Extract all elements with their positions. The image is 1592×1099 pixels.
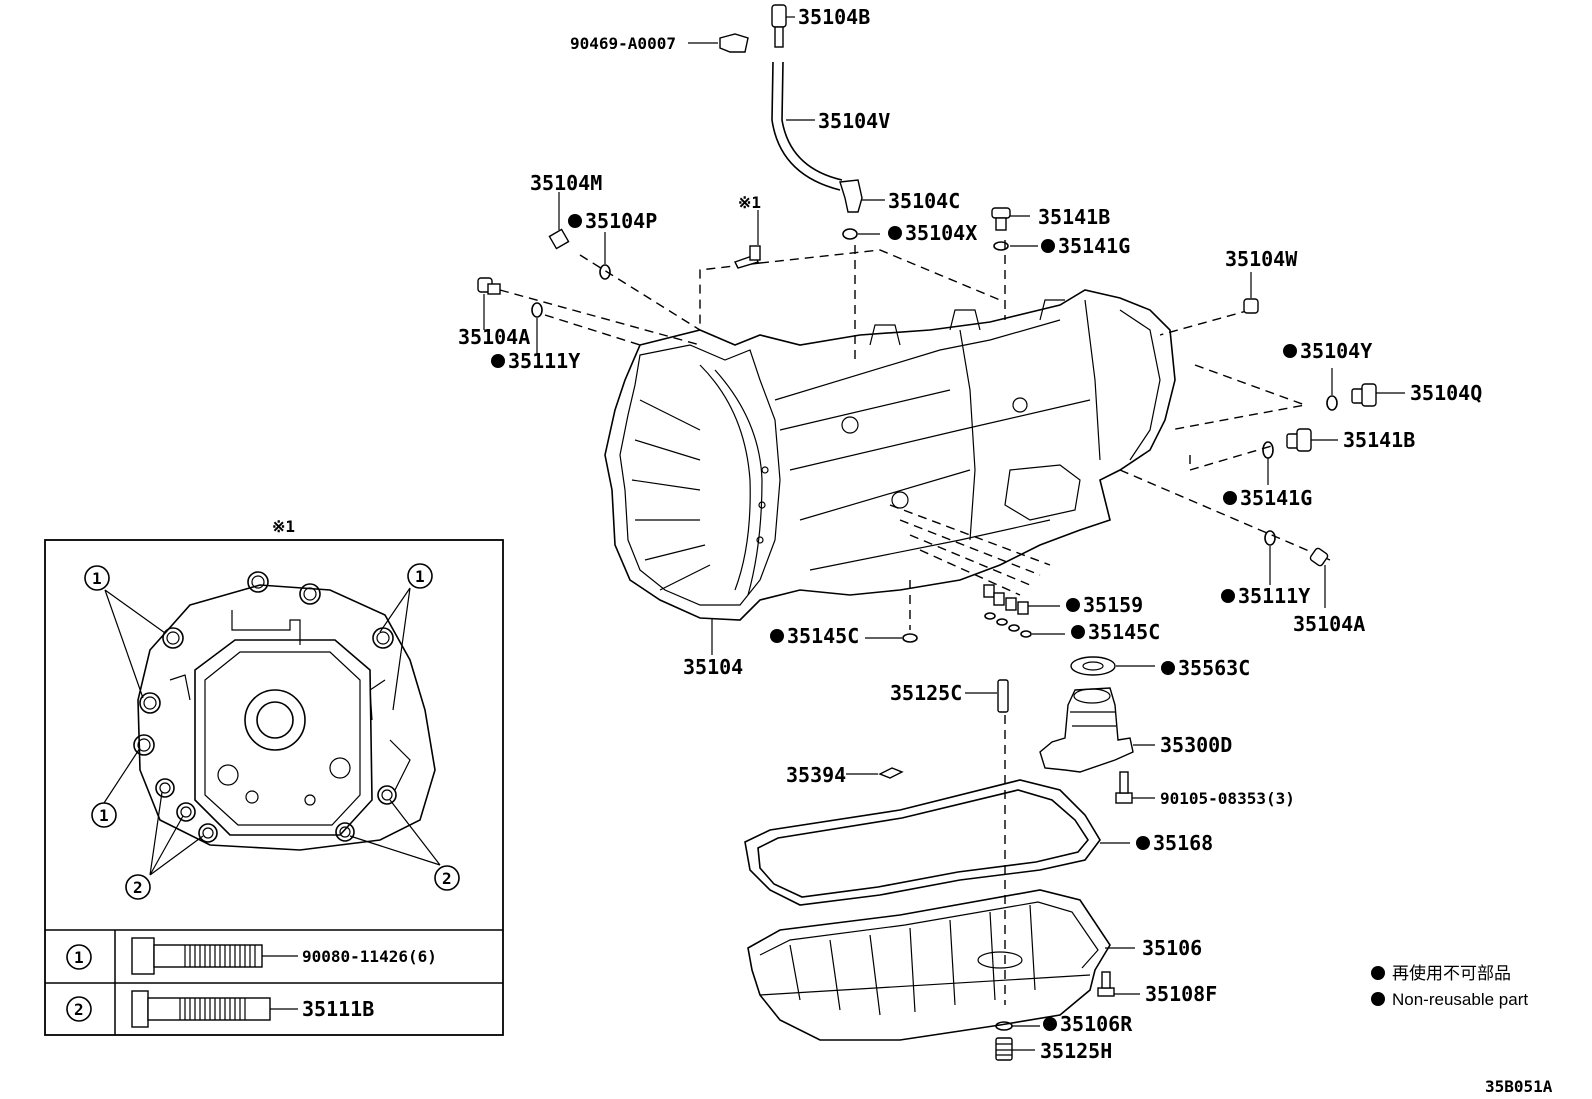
label-35125H: 35125H [1040,1039,1112,1063]
callout-1-text-b: 1 [415,567,425,586]
nonreusable-dot [888,226,902,240]
ring-35563C [1070,656,1155,676]
label-35104A-left: 35104A [458,325,530,349]
label-35106R: 35106R [1060,1012,1133,1036]
gaskets-35145C-right [984,612,1065,638]
inset-title: ※1 [272,517,295,536]
label-35104Y: 35104Y [1300,339,1372,363]
drain-plug-35125H [995,1037,1035,1061]
label-35111Y-right: 35111Y [1238,584,1310,608]
breather-plug-35104B [771,4,795,48]
label-35106: 35106 [1142,936,1202,960]
oring-35104P [599,232,611,280]
bolt-35111B [131,990,298,1028]
label-35300D: 35300D [1160,733,1232,757]
label-35111Y-left: 35111Y [508,349,580,373]
bolt-note1 [734,210,761,269]
inset-bolts [133,571,397,843]
legend-line2: Non-reusable part [1392,990,1528,1009]
callout-1-left [91,802,117,828]
row1-marker-circle [66,944,92,970]
plugs-35159 [983,584,1060,615]
row1-part: 90080-11426(6) [302,947,437,966]
oring-35104Y [1326,368,1338,411]
inset-box [44,539,504,1036]
plug-35104A-right [1309,547,1329,608]
callout-1-top-right [407,563,433,589]
gasket-35141G-right [1262,441,1274,485]
label-35104B: 35104B [798,5,870,29]
transmission-case-35104 [604,289,1176,621]
label-35145C-right: 35145C [1088,620,1160,644]
plug-35104M [548,192,570,250]
label-note1: ※1 [738,193,761,212]
magnet-35394 [846,767,904,779]
callout-1-top-left [84,565,110,591]
label-90105-08353: 90105-08353(3) [1160,789,1295,808]
label-35141B-top: 35141B [1038,205,1110,229]
oil-pan-35106 [747,889,1135,1041]
plug-35104A-left [477,277,501,330]
oring-35111Y-right [1264,530,1276,585]
legend-dot-1 [1371,966,1385,980]
label-35125C: 35125C [890,681,962,705]
label-35168: 35168 [1153,831,1213,855]
label-35104X: 35104X [905,221,977,245]
callout-1-text-c: 1 [99,806,109,825]
oring-35111Y-left [531,302,543,355]
assembly-dashed-lines [499,240,1331,1005]
label-35104W: 35104W [1225,247,1298,271]
plug-35141B-right [1286,428,1338,452]
legend-dot-2 [1371,992,1385,1006]
gasket-35168 [744,779,1130,906]
label-35145C-left: 35145C [787,624,859,648]
bolt-35108F [1097,971,1140,997]
plug-35141B-top [991,207,1030,231]
gasket-35106R [995,1021,1040,1031]
label-35141B-right: 35141B [1343,428,1415,452]
bolt-90105-08353 [1115,771,1155,804]
label-35104A-right: 35104A [1293,612,1365,636]
callout-2-text-a: 2 [133,878,143,897]
callout-1-text-a: 1 [92,569,102,588]
row1-marker: 1 [74,948,84,967]
callout-2-bottom-right [434,865,460,891]
label-90469-A0007: 90469-A0007 [570,34,676,53]
gasket-35104X [842,228,880,240]
label-35394: 35394 [786,763,846,787]
label-35159: 35159 [1083,593,1143,617]
clip-90469-A0007 [688,33,749,53]
label-35104: 35104 [683,655,743,679]
diagram-code: 35B051A [1485,1077,1553,1096]
row2-marker-circle [66,996,92,1022]
legend-line1: 再使用不可部品 [1392,963,1511,983]
labels: 35104B 90469-A0007 35104V 35104C 35104X … [74,5,1553,1096]
row2-marker: 2 [74,1000,84,1019]
union-35104C [839,179,885,213]
callout-2-bottom-left [125,874,151,900]
bolt-90080-11426 [131,937,298,975]
label-35104Q: 35104Q [1410,381,1482,405]
label-35104V: 35104V [818,109,890,133]
strainer-35300D [1039,687,1155,773]
plug-35104W [1243,272,1259,314]
label-35104M: 35104M [530,171,602,195]
gasket-35145C-left [865,633,918,643]
breather-hose-35104V [771,61,843,191]
label-35108F: 35108F [1145,982,1217,1006]
row2-part: 35111B [302,997,374,1021]
label-35141G-right: 35141G [1240,486,1312,510]
plug-35104Q [1351,383,1405,407]
gasket-35141G-top [993,241,1038,251]
label-35141G-top: 35141G [1058,234,1130,258]
callout-2-text-b: 2 [442,869,452,888]
label-35104P: 35104P [585,209,657,233]
pin-35125C [965,679,1009,713]
label-35104C: 35104C [888,189,960,213]
label-35563C: 35563C [1178,656,1250,680]
